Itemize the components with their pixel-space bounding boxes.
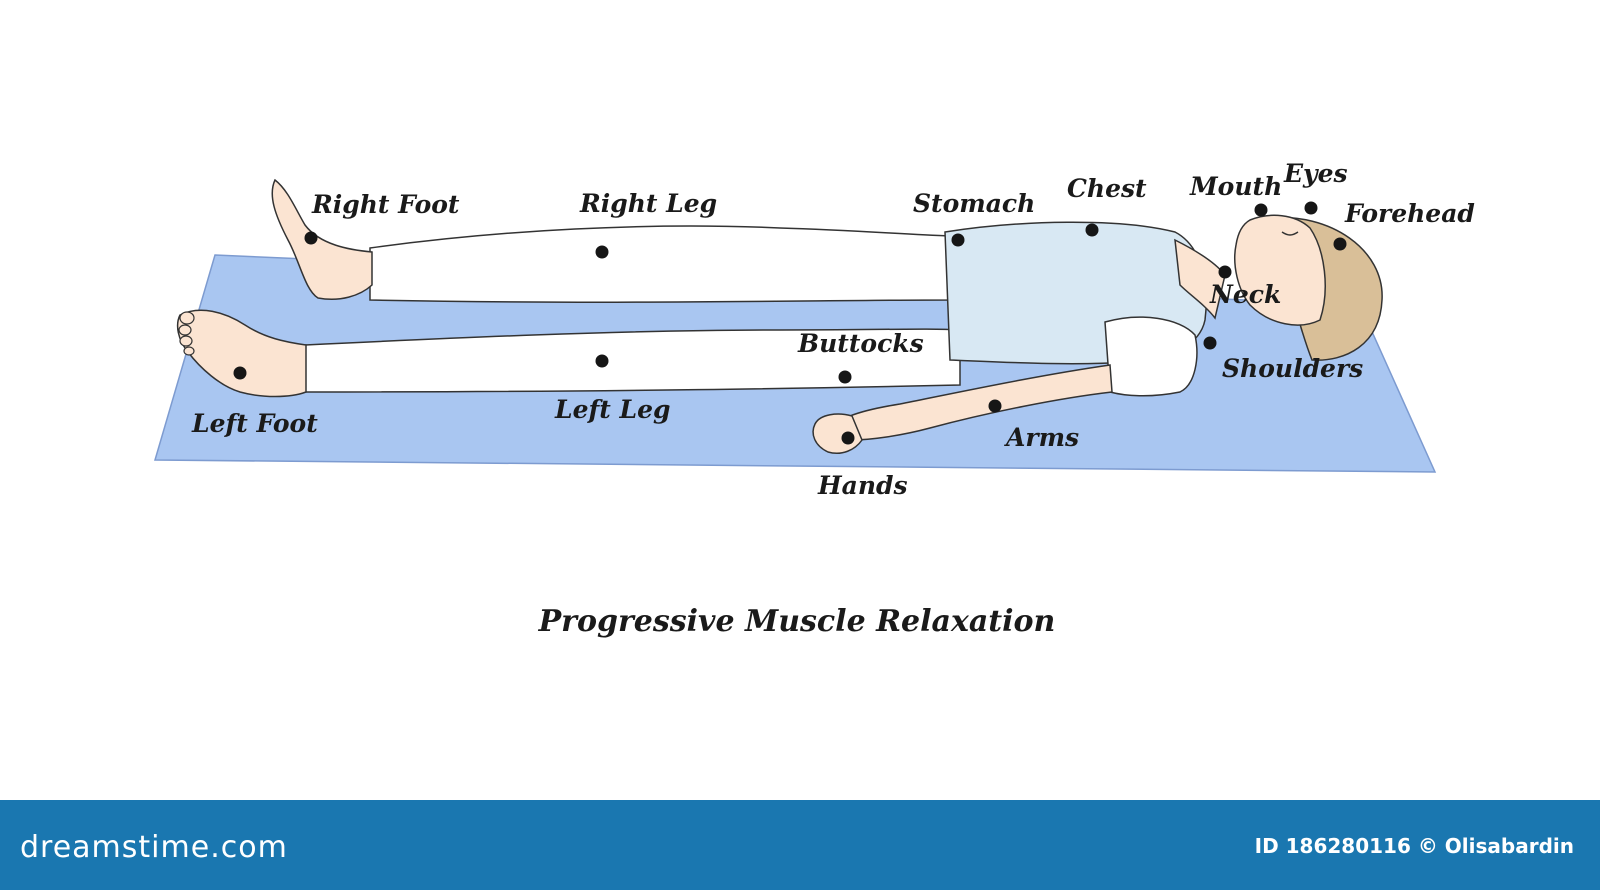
label-shoulders: Shoulders [1222, 354, 1363, 383]
marker-hands [841, 431, 855, 445]
body-part-labels: Right Foot Right Leg Stomach Chest Mouth… [191, 159, 1475, 500]
right-foot-shape [271, 178, 373, 300]
neck-shape [1174, 238, 1226, 320]
marker-right-foot [304, 231, 318, 245]
brand-logo-text: dreamstime.com [20, 830, 288, 865]
toes [178, 311, 195, 356]
image-credit: ID 186280116 © Olisabardin [1254, 834, 1574, 858]
closed-eye [1281, 231, 1299, 236]
label-arms: Arms [1004, 423, 1079, 452]
relaxation-diagram: Right Foot Right Leg Stomach Chest Mouth… [154, 159, 1475, 639]
marker-left-leg [595, 354, 609, 368]
marker-chest [1085, 223, 1099, 237]
sleeve [1104, 316, 1198, 397]
label-buttocks: Buttocks [797, 329, 924, 358]
marker-mouth [1254, 203, 1268, 217]
label-eyes: Eyes [1283, 159, 1348, 188]
label-stomach: Stomach [913, 189, 1035, 218]
label-neck: Neck [1209, 280, 1281, 309]
diagram-title: Progressive Muscle Relaxation [538, 604, 1056, 639]
label-forehead: Forehead [1344, 199, 1475, 228]
label-hands: Hands [817, 471, 908, 500]
marker-shoulders [1203, 336, 1217, 350]
label-left-foot: Left Foot [191, 409, 318, 438]
marker-eyes [1304, 201, 1318, 215]
face [1234, 214, 1326, 326]
marker-left-foot [233, 366, 247, 380]
left-leg-shape [304, 328, 961, 393]
label-left-leg: Left Leg [554, 395, 670, 424]
marker-neck [1218, 265, 1232, 279]
marker-arms [988, 399, 1002, 413]
label-right-foot: Right Foot [311, 190, 460, 219]
watermark-footer: dreamstime.com ID 186280116 © Olisabardi… [0, 800, 1600, 890]
label-chest: Chest [1067, 174, 1147, 203]
marker-stomach [951, 233, 965, 247]
marker-right-leg [595, 245, 609, 259]
label-right-leg: Right Leg [579, 189, 717, 218]
marker-dots [233, 201, 1347, 445]
marker-forehead [1333, 237, 1347, 251]
label-mouth: Mouth [1189, 172, 1282, 201]
right-leg-shape [369, 225, 951, 303]
marker-buttocks [838, 370, 852, 384]
